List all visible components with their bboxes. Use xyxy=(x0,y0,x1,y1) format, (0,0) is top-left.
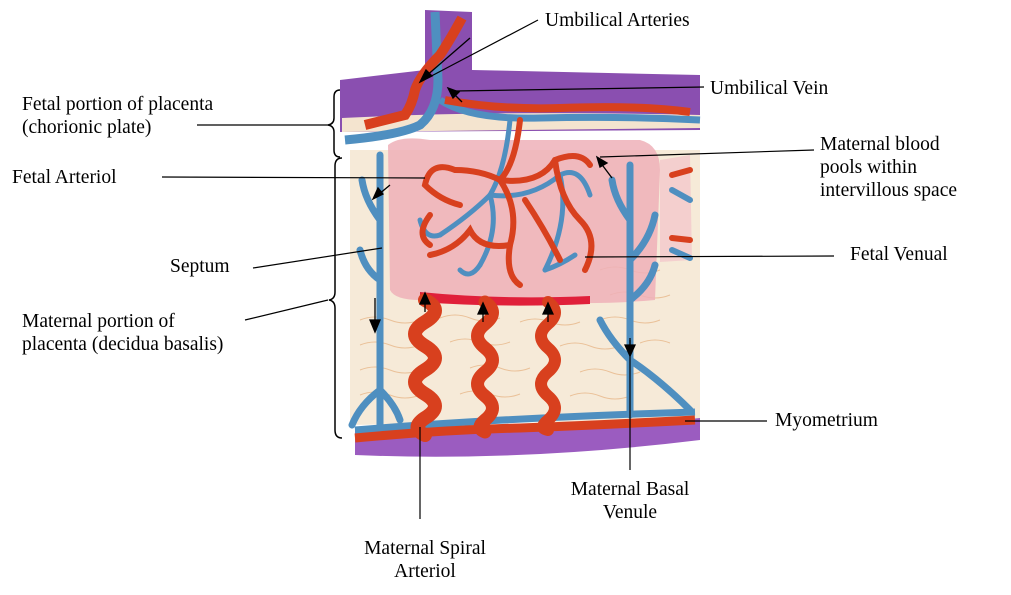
label-myometrium: Myometrium xyxy=(775,409,878,432)
label-maternal-portion: Maternal portion of placenta (decidua ba… xyxy=(22,310,223,356)
fetal-portion-brace xyxy=(328,90,340,157)
label-maternal-basal-venule: Maternal Basal Venule xyxy=(540,478,720,524)
spiral-artery-left xyxy=(415,300,435,435)
maternal-portion-brace xyxy=(329,158,342,438)
label-fetal-arteriol: Fetal Arteriol xyxy=(12,166,117,189)
label-fetal-portion: Fetal portion of placenta (chorionic pla… xyxy=(22,93,213,139)
label-fetal-venual: Fetal Venual xyxy=(850,243,948,266)
label-umbilical-vein: Umbilical Vein xyxy=(710,77,828,100)
label-umbilical-arteries: Umbilical Arteries xyxy=(545,9,690,32)
label-maternal-blood-pools: Maternal blood pools within intervillous… xyxy=(820,133,957,202)
label-septum: Septum xyxy=(170,255,230,278)
label-maternal-spiral-arteriol: Maternal Spiral Arteriol xyxy=(340,537,510,583)
